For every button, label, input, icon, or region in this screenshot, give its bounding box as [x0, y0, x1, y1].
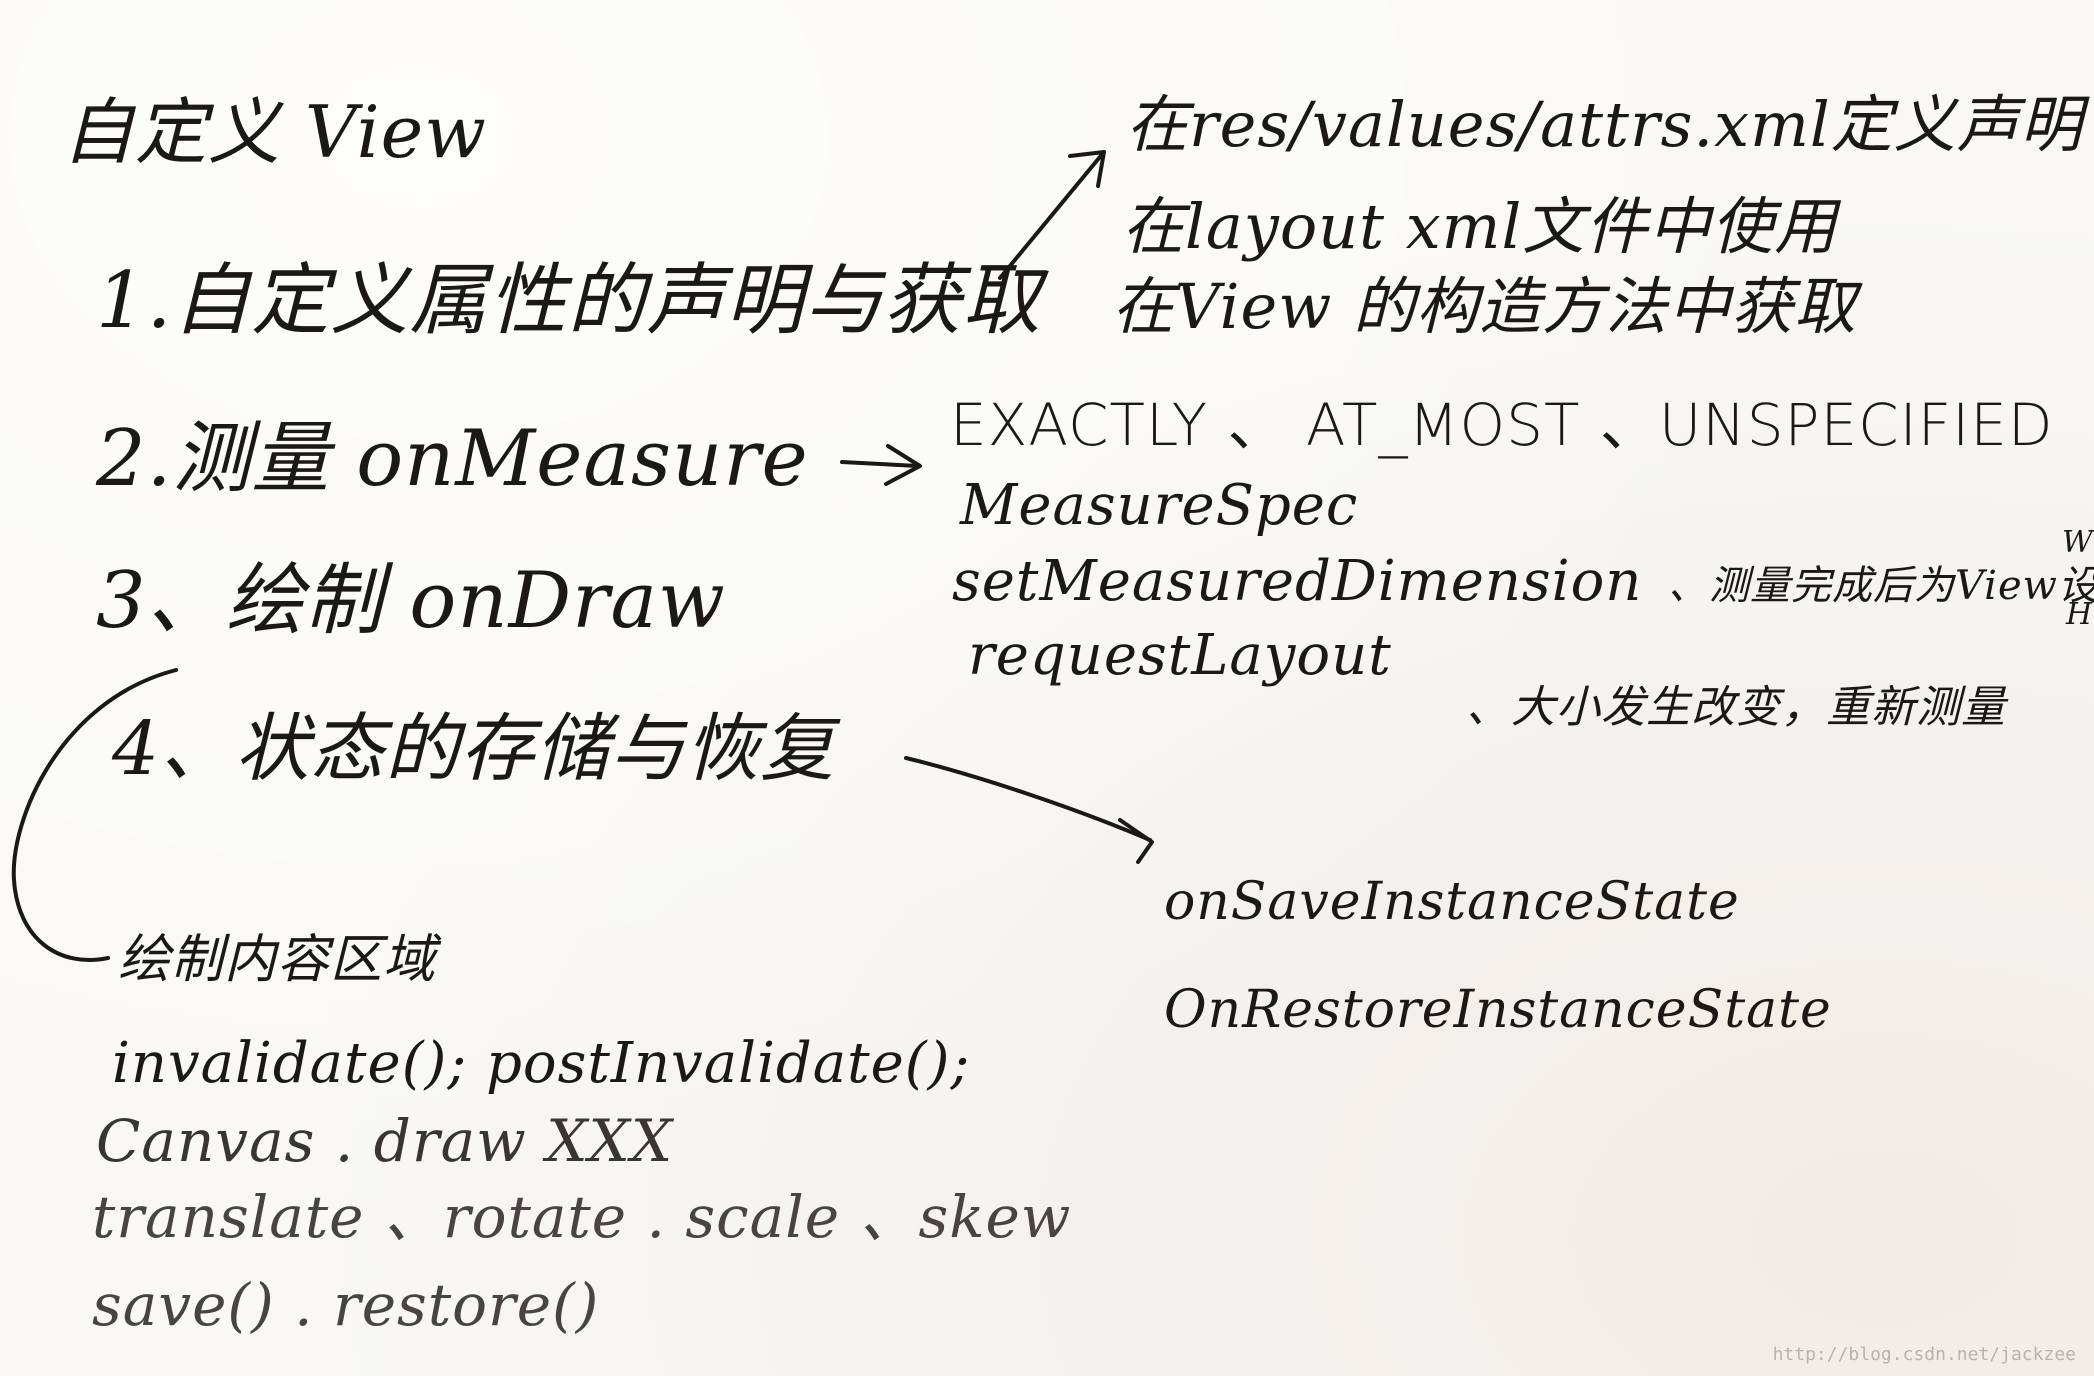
- state-save-method: onSaveInstanceState: [1164, 872, 1740, 932]
- attrs-detail-1: 在res/values/attrs.xml定义声明: [1126, 88, 2083, 161]
- set-measured-dimension: setMeasuredDimension: [952, 549, 1643, 614]
- measure-modes: EXACTLY 、 AT_MOST 、UNSPECIFIED: [950, 391, 2054, 459]
- section-2-label: 2.测量 onMeasure: [96, 414, 809, 504]
- state-restore-method: OnRestoreInstanceState: [1164, 980, 1832, 1040]
- draw-detail-transforms: translate 、rotate . scale 、skew: [92, 1183, 1072, 1251]
- section-4-label: 4、状态的存储与恢复: [112, 706, 836, 792]
- attrs-detail-3: 在View 的构造方法中获取: [1112, 270, 1857, 343]
- draw-detail-heading: 绘制内容区域: [118, 930, 437, 990]
- draw-detail-save-restore: save() . restore(): [92, 1271, 600, 1339]
- attrs-detail-2: 在layout xml文件中使用: [1122, 190, 1838, 263]
- section-3-label: 3、绘制 onDraw: [96, 556, 726, 646]
- measure-spec: MeasureSpec: [960, 473, 1359, 538]
- request-layout: requestLayout: [968, 623, 1392, 688]
- set-measured-dimension-w: W: [2062, 525, 2094, 560]
- page-title: 自定义 View: [62, 90, 487, 174]
- draw-detail-invalidate: invalidate(); postInvalidate();: [112, 1031, 971, 1096]
- watermark: http://blog.csdn.net/jackzee: [1772, 1344, 2076, 1365]
- draw-detail-canvas: Canvas . draw XXX: [96, 1107, 674, 1175]
- request-layout-note: 、大小发生改变，重新测量: [1466, 682, 2006, 733]
- set-measured-dimension-h: H: [2066, 597, 2094, 632]
- section-1-label: 1.自定义属性的声明与获取: [96, 256, 1042, 346]
- set-measured-dimension-note: 、测量完成后为View设: [1668, 563, 2094, 609]
